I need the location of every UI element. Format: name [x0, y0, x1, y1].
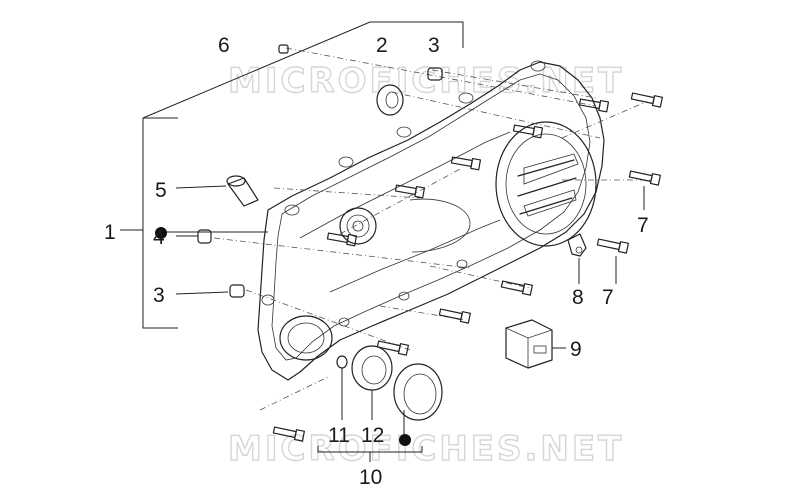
callout-11: 11 — [328, 424, 350, 447]
callout-7-right: 7 — [637, 214, 649, 237]
callout-5: 5 — [155, 179, 167, 202]
transmission-cover — [257, 60, 605, 381]
clip-part-9 — [505, 319, 553, 369]
callout-7-lower: 7 — [602, 286, 614, 309]
callout-4: 4 — [153, 226, 165, 249]
bracket-top-line — [142, 21, 464, 119]
cap-part-12 — [351, 345, 393, 391]
watermark-top: MICROFICHES.NET — [228, 61, 624, 101]
alignment-lines — [213, 47, 650, 411]
reference-dot-1 — [155, 227, 167, 239]
plug-part-6 — [278, 44, 289, 54]
callout-12: 12 — [361, 424, 384, 447]
bracket-part-8 — [567, 233, 587, 257]
cap-part-10 — [393, 363, 443, 421]
callout-10: 10 — [359, 466, 382, 489]
reference-dot-2 — [399, 434, 411, 446]
callout-3-left: 3 — [153, 284, 165, 307]
callout-1: 1 — [104, 221, 116, 244]
leader-lines — [166, 185, 645, 462]
callout-8: 8 — [572, 286, 584, 309]
callout-2: 2 — [376, 34, 388, 57]
seal-part-2 — [376, 84, 404, 116]
washer-part-11 — [336, 355, 348, 369]
dowel-part-3-left — [229, 284, 245, 298]
callout-9: 9 — [570, 338, 582, 361]
dowel-part-3-top — [427, 67, 443, 81]
callout-3-top: 3 — [428, 34, 440, 57]
bolts — [272, 92, 663, 442]
bracket-1 — [142, 117, 178, 329]
watermark-bottom: MICROFICHES.NET — [228, 429, 624, 469]
callout-6: 6 — [218, 34, 230, 57]
bushing-part-5 — [226, 175, 259, 207]
